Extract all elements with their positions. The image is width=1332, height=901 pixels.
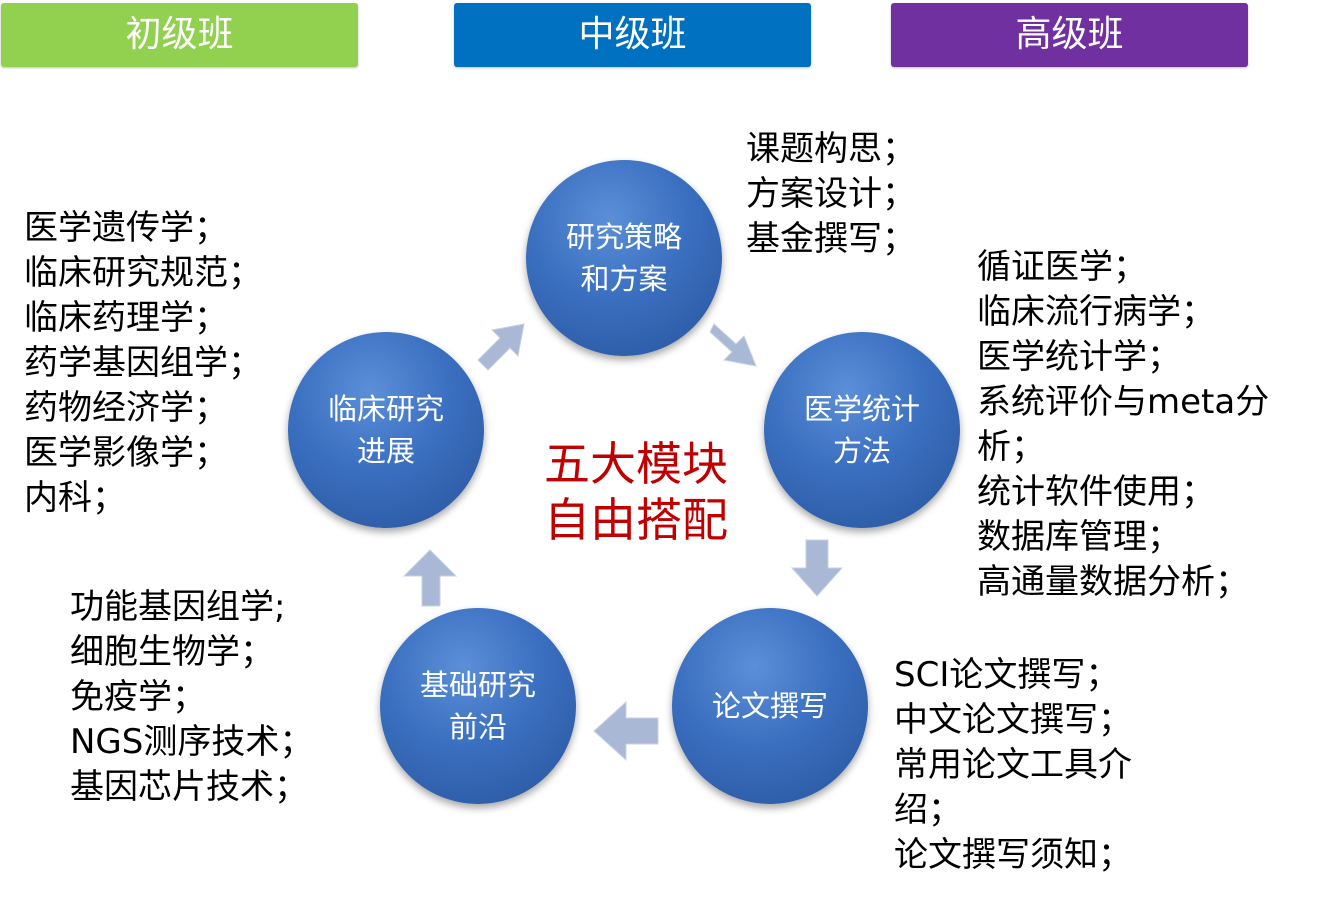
topic-item: 临床流行病学； [977, 292, 1215, 332]
module-label: 临床研究进展 [327, 392, 444, 468]
topic-item: 高通量数据分析； [977, 562, 1249, 602]
arrow-writing-to-basic-icon [593, 700, 659, 762]
level-tab-intermediate: 中级班 [454, 3, 811, 67]
arrow-basic-to-clinical-icon [402, 549, 458, 607]
topic-item: 循证医学； [977, 247, 1147, 287]
topic-item: 中文论文撰写； [894, 700, 1132, 740]
topics-medical-statistics: 循证医学； 临床流行病学； 医学统计学； 系统评价与meta分析； 统计软件使用… [977, 245, 1307, 605]
topics-basic-research: 功能基因组学; 细胞生物学； 免疫学； NGS测序技术； 基因芯片技术； [70, 585, 370, 810]
center-title-line-1: 五大模块 [544, 437, 728, 491]
topic-item: 基金撰写； [746, 219, 916, 259]
topic-item: NGS测序技术； [70, 722, 314, 762]
topic-item: 药物经济学； [24, 388, 228, 428]
topic-item: 课题构思； [746, 129, 916, 169]
arrow-strategy-to-stats-icon [709, 323, 757, 367]
module-paper-writing: 论文撰写 [672, 608, 868, 804]
level-tab-advanced: 高级班 [891, 3, 1248, 67]
arrow-clinical-to-strategy-icon [477, 323, 525, 371]
topics-research-strategy: 课题构思； 方案设计； 基金撰写； [746, 127, 1006, 262]
topic-item: 医学遗传学； [24, 208, 228, 248]
topic-item: 临床研究规范； [24, 253, 262, 293]
topic-item: 功能基因组学; [70, 587, 286, 627]
topic-item: 临床药理学； [24, 298, 228, 338]
topic-item: 医学统计学； [977, 337, 1181, 377]
topics-clinical-research: 医学遗传学； 临床研究规范； 临床药理学； 药学基因组学； 药物经济学； 医学影… [24, 206, 314, 521]
topic-item: 常用论文工具介绍； [894, 745, 1132, 830]
module-medical-statistics: 医学统计方法 [764, 332, 960, 528]
topic-item: 系统评价与meta分析； [977, 382, 1270, 467]
topic-item: 药学基因组学； [24, 343, 262, 383]
topic-item: 方案设计； [746, 174, 916, 214]
topic-item: 细胞生物学； [70, 632, 274, 672]
center-title-line-2: 自由搭配 [544, 493, 728, 547]
topic-item: 免疫学； [70, 677, 206, 717]
topic-item: 统计软件使用； [977, 472, 1215, 512]
topic-item: 论文撰写须知； [894, 835, 1132, 875]
arrow-stats-to-writing-icon [790, 539, 844, 597]
topic-item: SCI论文撰写； [894, 655, 1120, 695]
module-label: 基础研究前沿 [419, 668, 536, 744]
topics-paper-writing: SCI论文撰写； 中文论文撰写； 常用论文工具介绍； 论文撰写须知； [894, 653, 1184, 878]
topic-item: 数据库管理； [977, 517, 1181, 557]
topic-item: 基因芯片技术； [70, 767, 308, 807]
module-research-strategy: 研究策略和方案 [526, 160, 722, 356]
module-basic-research: 基础研究前沿 [380, 608, 576, 804]
level-tab-beginner: 初级班 [1, 3, 358, 67]
topic-item: 医学影像学； [24, 433, 228, 473]
center-title: 五大模块 自由搭配 [520, 436, 752, 548]
module-label: 研究策略和方案 [565, 220, 682, 296]
module-label: 论文撰写 [711, 689, 828, 723]
module-clinical-research: 临床研究进展 [288, 332, 484, 528]
topic-item: 内科； [24, 478, 126, 518]
module-label: 医学统计方法 [803, 392, 920, 468]
